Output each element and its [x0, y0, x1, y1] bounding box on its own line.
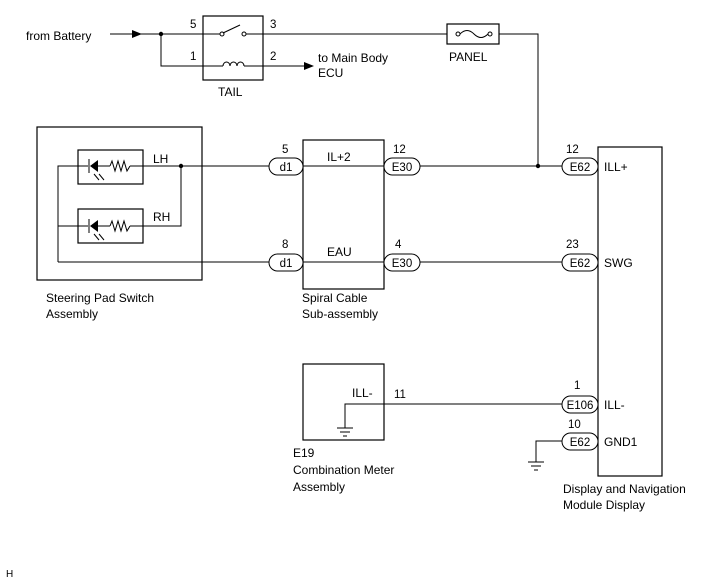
relay-switch-icon	[203, 24, 263, 37]
relay-pin-5: 5	[190, 19, 196, 31]
svg-text:E62: E62	[570, 437, 590, 449]
display-label-1: Display and Navigation	[563, 482, 686, 496]
junction-dot	[535, 163, 541, 169]
display-pin-12: 12	[566, 144, 579, 156]
meter-code-label: E19	[293, 446, 315, 460]
svg-text:E62: E62	[570, 258, 590, 270]
eau-label: EAU	[327, 245, 352, 259]
tail-label: TAIL	[218, 85, 243, 99]
svg-text:d1: d1	[280, 258, 293, 270]
footer-code: H	[6, 569, 13, 580]
to-main-body-label: to Main Body	[318, 51, 388, 65]
lh-label: LH	[153, 152, 168, 166]
spiral-pin-d1-top: 5	[282, 144, 288, 156]
ill-minus-label: ILL-	[604, 398, 625, 412]
rh-label: RH	[153, 210, 170, 224]
from-battery-label: from Battery	[26, 29, 91, 43]
display-label-2: Module Display	[563, 498, 645, 512]
meter-pin-11: 11	[394, 389, 406, 401]
meter-ill-minus-label: ILL-	[352, 386, 373, 400]
relay-pin-2: 2	[270, 51, 276, 63]
meter-label-2: Assembly	[293, 480, 345, 494]
steering-label-1: Steering Pad Switch	[46, 291, 154, 305]
to-main-body-ecu: to Main Body ECU	[263, 51, 388, 80]
arrow-icon	[304, 62, 314, 70]
panel-label: PANEL	[449, 50, 488, 64]
svg-text:E62: E62	[570, 162, 590, 174]
connector-e62-gnd: E62	[561, 432, 599, 451]
spiral-pin-e30-top: 12	[393, 144, 406, 156]
connector-e106: E106	[561, 395, 599, 414]
led-resistor-icon	[78, 159, 143, 181]
ground-icon	[528, 461, 544, 471]
spiral-pin-d1-bottom: 8	[282, 239, 288, 251]
arrow-icon	[132, 30, 142, 38]
connector-d1-bottom: d1	[268, 253, 304, 272]
ill-plus-label: ILL+	[604, 160, 628, 174]
to-main-body-ecu-label: ECU	[318, 66, 343, 80]
spiral-label-2: Sub-assembly	[302, 307, 378, 321]
connector-e30-top: E30	[383, 157, 421, 176]
panel-fuse: PANEL	[446, 23, 500, 64]
fuse-icon	[455, 30, 493, 38]
meter-label-1: Combination Meter	[293, 463, 394, 477]
relay-coil-icon	[203, 61, 263, 67]
connector-e62-ill: E62	[561, 157, 599, 176]
relay-pin-1: 1	[190, 51, 196, 63]
display-navigation-module: Display and Navigation Module Display IL…	[563, 144, 686, 512]
combination-meter: ILL- 11 E19 Combination Meter Assembly	[293, 363, 406, 494]
svg-text:d1: d1	[280, 162, 293, 174]
connector-e30-bottom: E30	[383, 253, 421, 272]
spiral-cable: Spiral Cable Sub-assembly IL+2 EAU 5 12 …	[282, 139, 406, 321]
svg-text:E106: E106	[567, 400, 594, 412]
relay-pin-3: 3	[270, 19, 276, 31]
steering-label-2: Assembly	[46, 307, 98, 321]
led-resistor-icon	[78, 219, 143, 241]
il2-label: IL+2	[327, 150, 351, 164]
connector-d1-top: d1	[268, 157, 304, 176]
lh-illumination-box	[77, 149, 144, 185]
steering-pad-switch: Steering Pad Switch Assembly LH RH	[36, 126, 203, 321]
battery-feed: from Battery	[26, 29, 203, 67]
ground-icon	[337, 427, 353, 437]
display-pin-23: 23	[566, 239, 579, 251]
display-pin-10: 10	[568, 419, 581, 431]
spiral-pin-e30-bottom: 4	[395, 239, 402, 251]
connector-e62-swg: E62	[561, 253, 599, 272]
swg-label: SWG	[604, 256, 633, 270]
display-pin-1: 1	[574, 380, 580, 392]
svg-text:E30: E30	[392, 258, 412, 270]
spiral-label-1: Spiral Cable	[302, 291, 368, 305]
gnd1-label: GND1	[604, 435, 638, 449]
tail-relay: 5 3 1 2 TAIL	[190, 15, 276, 99]
svg-text:E30: E30	[392, 162, 412, 174]
